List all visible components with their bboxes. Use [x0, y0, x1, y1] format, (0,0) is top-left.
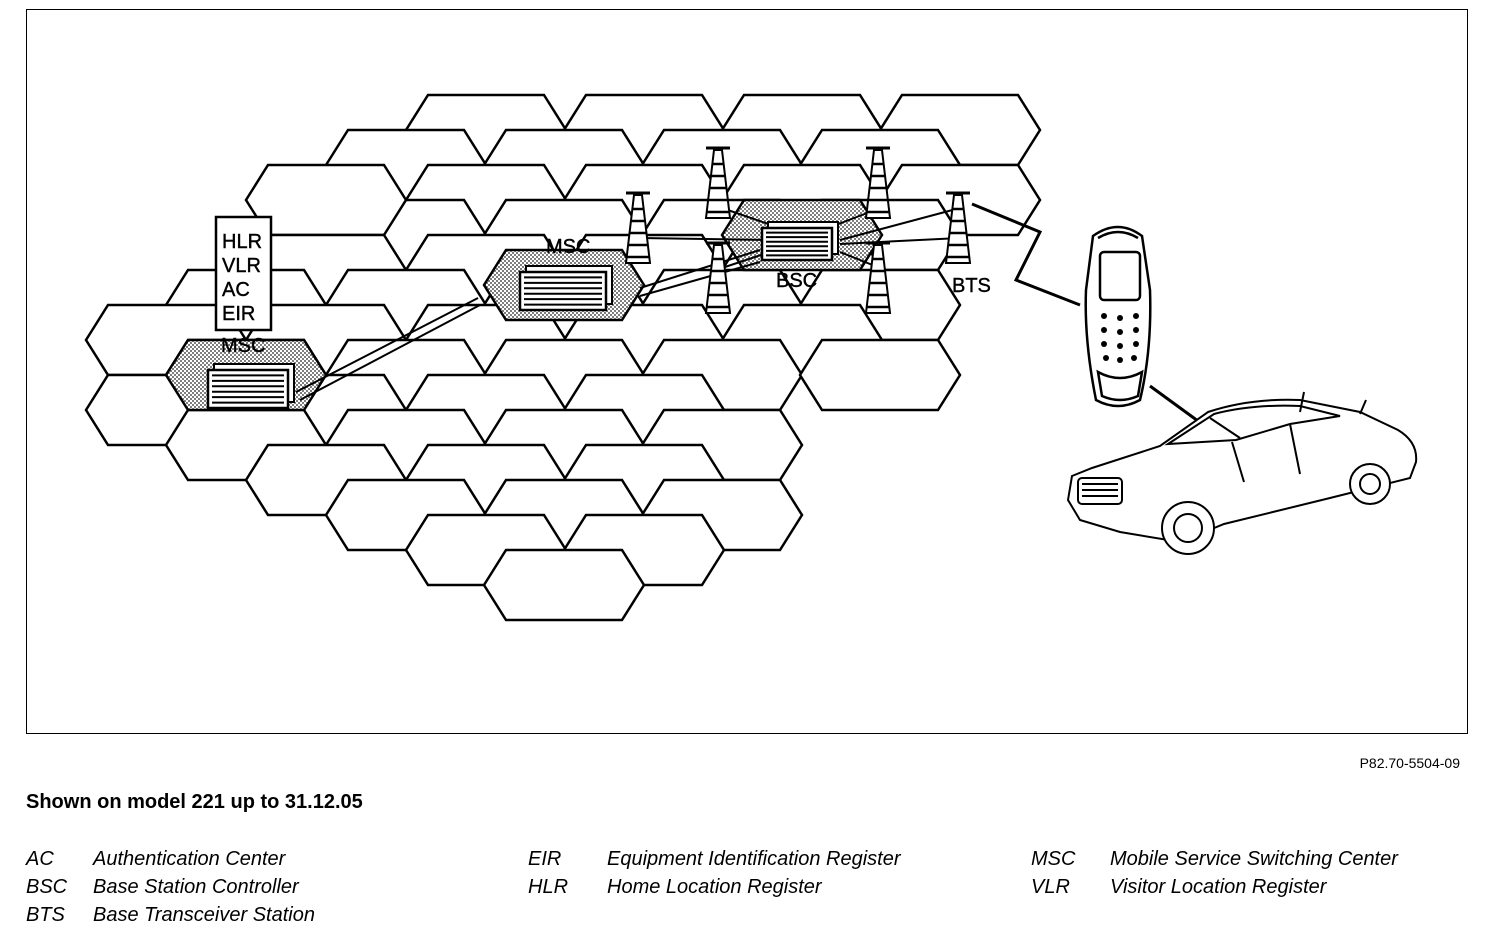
switch-boxes: [206, 221, 839, 410]
antenna-icon: [864, 146, 892, 219]
legend-definition: Visitor Location Register: [1110, 876, 1327, 898]
msc-left-label: MSC: [221, 335, 265, 357]
mobile-phone-icon: [1084, 225, 1152, 408]
msc-center-box: [518, 265, 613, 312]
register-ac-label: AC: [222, 279, 250, 301]
legend-item: HLR Home Location Register: [528, 876, 822, 899]
bts-label: BTS: [952, 275, 991, 297]
figure-frame: [26, 9, 1468, 734]
link-line: [839, 237, 961, 245]
figure-id: P82.70-5504-09: [1359, 755, 1460, 771]
legend-abbr: HLR: [528, 876, 569, 898]
legend-item: BTS Base Transceiver Station: [26, 904, 315, 927]
register-box: [214, 215, 273, 332]
link-line: [639, 261, 761, 297]
legend-item: AC Authentication Center: [26, 848, 285, 871]
grid-cell: [798, 338, 962, 412]
link-line: [639, 237, 771, 241]
legend-abbr: MSC: [1031, 848, 1076, 870]
register-hlr-label: HLR: [222, 231, 262, 253]
link-line: [639, 249, 761, 289]
legend-item: MSC Mobile Service Switching Center: [1031, 848, 1398, 871]
legend-definition: Authentication Center: [93, 848, 286, 870]
link-line: [839, 207, 961, 241]
legend-definition: Equipment Identification Register: [607, 848, 901, 870]
antenna-icon: [944, 191, 972, 264]
legend-definition: Base Station Controller: [93, 876, 299, 898]
grid-cell: [482, 548, 646, 622]
bsc-label: BSC: [776, 270, 817, 292]
legend-definition: Home Location Register: [607, 876, 822, 898]
antenna-icon: [624, 191, 652, 264]
legend-abbr: BSC: [26, 876, 68, 898]
register-vlr-label: VLR: [222, 255, 261, 277]
msc-center-label: MSC: [546, 236, 590, 258]
legend-abbr: BTS: [26, 904, 65, 926]
antenna-icon: [704, 241, 732, 314]
radio-link: [971, 202, 1081, 307]
legend-item: VLR Visitor Location Register: [1031, 876, 1326, 899]
antenna-icon: [704, 146, 732, 219]
legend-abbr: VLR: [1031, 876, 1070, 898]
car-icon: [1066, 391, 1418, 555]
link-line: [295, 297, 479, 393]
bsc-box: [760, 221, 839, 262]
network-diagram: HLR VLR AC EIR MSC MSC BSC BTS: [84, 93, 1418, 622]
legend-item: BSC Base Station Controller: [26, 876, 299, 899]
figure-caption: Shown on model 221 up to 31.12.05: [26, 791, 363, 813]
legend-item: EIR Equipment Identification Register: [528, 848, 901, 871]
link-line: [299, 304, 481, 401]
msc-left-box: [206, 363, 295, 410]
legend-abbr: EIR: [528, 848, 562, 870]
legend-definition: Mobile Service Switching Center: [1110, 848, 1398, 870]
bts-towers: [624, 146, 972, 314]
connection-lines: [295, 207, 961, 401]
register-eir-label: EIR: [222, 303, 255, 325]
antenna-icon: [864, 241, 892, 314]
legend-abbr: AC: [26, 848, 54, 870]
legend-definition: Base Transceiver Station: [93, 904, 315, 926]
